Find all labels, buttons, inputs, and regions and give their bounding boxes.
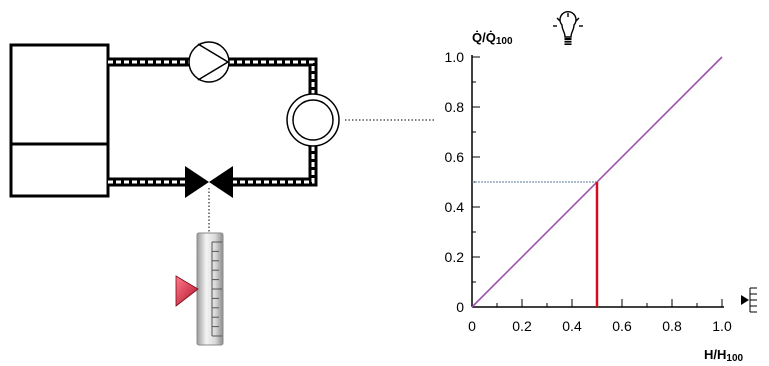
triangle-pointer-icon[interactable] xyxy=(175,275,199,307)
scale-ticks xyxy=(211,241,222,337)
heat-consumer xyxy=(286,93,340,147)
valve-characteristic-chart: 0 0.2 0.4 0.6 0.8 1.0 0 0.2 0.4 0.6 0.8 1.0 Q̇/Q̇1… xyxy=(445,30,744,364)
supply-pipe xyxy=(108,57,318,95)
y-tick-label: 1.0 xyxy=(445,49,465,65)
y-tick-label: 0.4 xyxy=(445,199,465,215)
lightbulb-icon xyxy=(553,11,583,45)
pump xyxy=(188,41,230,83)
tick-scale-icon xyxy=(741,287,757,313)
y-axis-title: Q̇/Q̇100 xyxy=(472,30,513,47)
y-tick-label: 0 xyxy=(456,299,464,315)
x-tick-label: 0 xyxy=(468,318,476,334)
valve-position-pointer[interactable] xyxy=(175,275,199,307)
x-tick-label: 0.8 xyxy=(662,318,682,334)
x-axis-title: H/H100 xyxy=(704,347,744,364)
control-valve[interactable] xyxy=(185,166,233,198)
boiler xyxy=(9,43,110,198)
y-tick-labels: 0 0.2 0.4 0.6 0.8 1.0 xyxy=(445,49,465,315)
y-tick-label: 0.6 xyxy=(445,149,465,165)
x-tick-label: 0.6 xyxy=(612,318,632,334)
x-tick-label: 0.4 xyxy=(562,318,582,334)
y-tick-label: 0.2 xyxy=(445,249,465,265)
return-pipe xyxy=(108,146,318,187)
x-tick-label: 1.0 xyxy=(712,318,732,334)
x-tick-labels: 0 0.2 0.4 0.6 0.8 1.0 xyxy=(468,318,732,334)
x-tick-label: 0.2 xyxy=(512,318,532,334)
y-tick-label: 0.8 xyxy=(445,99,465,115)
plot-area xyxy=(471,56,723,308)
valve-position-scale[interactable] xyxy=(196,232,224,346)
